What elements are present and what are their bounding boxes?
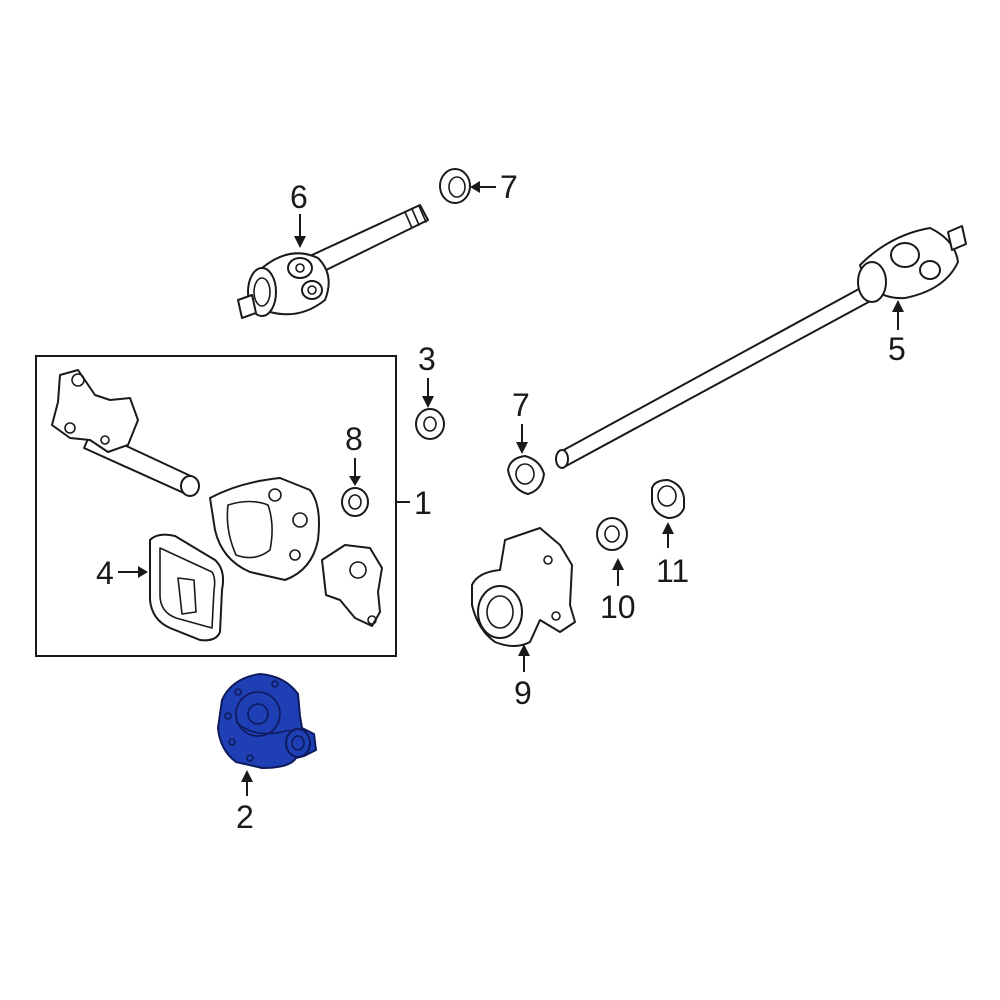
callout-6: 6 [290,179,308,248]
part-7-seal-top[interactable] [439,168,471,204]
callout-2-label: 2 [236,799,254,835]
part-5-axle-shaft[interactable] [555,225,967,469]
callout-8-label: 8 [345,421,363,457]
part-2-differential[interactable] [217,673,317,769]
callout-10: 10 [600,558,636,625]
part-1-axle-housing[interactable] [51,369,383,627]
part-7-nut[interactable] [507,455,545,495]
callout-2: 2 [236,770,254,835]
callout-1-label: 1 [414,485,432,521]
callout-7-top-label: 7 [500,169,518,205]
assembly-box-1 [35,355,410,657]
callout-4-label: 4 [96,555,114,591]
callout-7-top: 7 [470,169,518,205]
callout-3: 3 [418,341,436,408]
part-3-washer[interactable] [415,408,445,440]
callout-4: 4 [96,555,148,591]
callout-11: 11 [656,522,689,589]
callout-7-mid-label: 7 [512,387,530,423]
callout-11-label: 11 [656,553,689,589]
part-6-inner-axle-shaft[interactable] [237,204,429,319]
callout-8: 8 [345,421,363,486]
callout-9-label: 9 [514,675,532,711]
part-8-washer[interactable] [341,487,369,517]
part-4-cover[interactable] [149,533,225,642]
callout-1: 1 [414,485,432,521]
callout-7-mid: 7 [512,387,530,454]
callout-10-label: 10 [600,589,636,625]
part-9-bracket[interactable] [471,527,576,647]
callout-5: 5 [888,300,906,367]
callout-9: 9 [514,644,532,711]
callout-6-label: 6 [290,179,308,215]
part-11-bushing[interactable] [651,479,685,519]
part-10-washer[interactable] [596,517,628,551]
callout-5-label: 5 [888,331,906,367]
callout-3-label: 3 [418,341,436,377]
